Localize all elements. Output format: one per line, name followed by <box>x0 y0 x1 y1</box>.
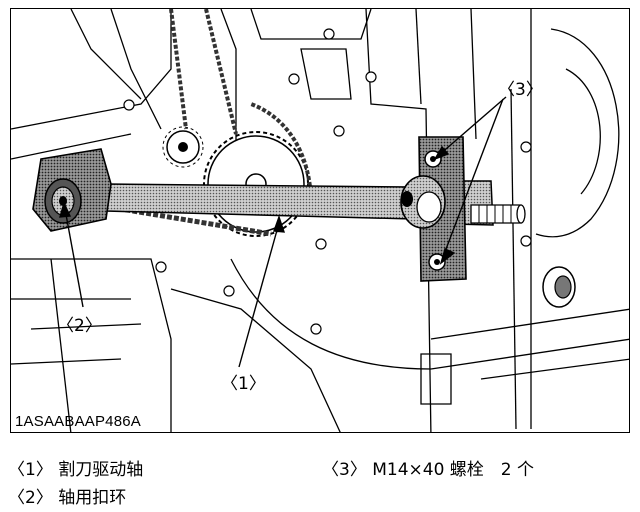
upper-sprocket <box>162 126 204 168</box>
frame-bolts <box>123 28 532 335</box>
legend-item-1: 〈1〉 割刀驱动轴 <box>8 460 144 480</box>
legend-item-3: 〈3〉 M14×40 螺栓 2 个 <box>322 460 535 480</box>
leader-lines <box>59 96 507 368</box>
bearing-housing <box>400 136 467 282</box>
illustration-frame: 〈1〉 〈2〉 〈3〉 1ASAABAAP486A <box>10 8 630 433</box>
callout-2-label: 〈2〉 <box>57 316 102 336</box>
large-sprocket <box>203 131 309 237</box>
left-coupling <box>32 148 112 232</box>
callout-3-label: 〈3〉 <box>498 80 543 100</box>
guide-roller <box>542 266 576 308</box>
figure-code: 1ASAABAAP486A <box>15 413 142 430</box>
legend-item-2: 〈2〉 轴用扣环 <box>8 488 127 508</box>
mechanical-drawing <box>11 9 629 432</box>
machine-frame <box>11 9 629 432</box>
callout-1-label: 〈1〉 <box>221 374 266 394</box>
